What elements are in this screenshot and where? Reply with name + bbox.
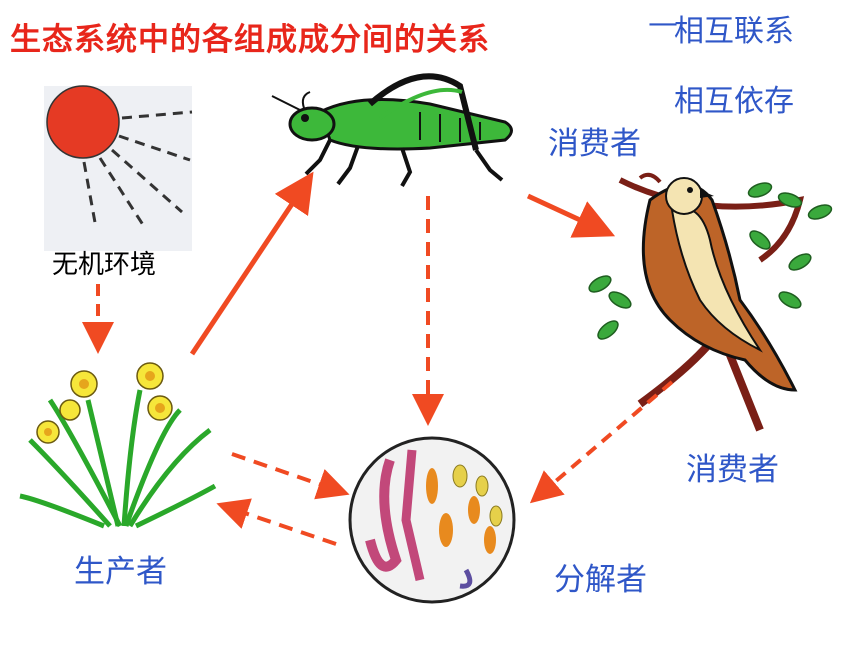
- relation-1: 相互联系: [674, 14, 794, 49]
- arrow-bird-to-decomposer: [529, 380, 674, 504]
- bird-icon: [588, 172, 833, 432]
- label-consumer-secondary: 消费者: [686, 452, 779, 488]
- arrow-decomposer-to-producer: [216, 498, 337, 546]
- relation-2: 相互依存: [674, 84, 794, 119]
- label-producer: 生产者: [74, 554, 167, 590]
- sun-icon: [44, 85, 193, 251]
- grasshopper-icon: [271, 73, 513, 187]
- arrow-grasshopper-to-bird: [526, 193, 616, 238]
- daffodil-icon: [19, 362, 217, 529]
- title-dash: —: [648, 6, 678, 41]
- microbes-icon: [348, 436, 516, 604]
- label-decomposer: 分解者: [554, 562, 647, 598]
- label-consumer-primary: 消费者: [548, 126, 641, 162]
- flow-arrows: [82, 171, 674, 546]
- diagram-title: 生态系统中的各组成成分间的关系: [10, 22, 490, 58]
- arrow-producer-to-grasshopper: [189, 171, 314, 356]
- label-abiotic-environment: 无机环境: [52, 250, 157, 280]
- arrow-producer-to-decomposer: [231, 452, 350, 500]
